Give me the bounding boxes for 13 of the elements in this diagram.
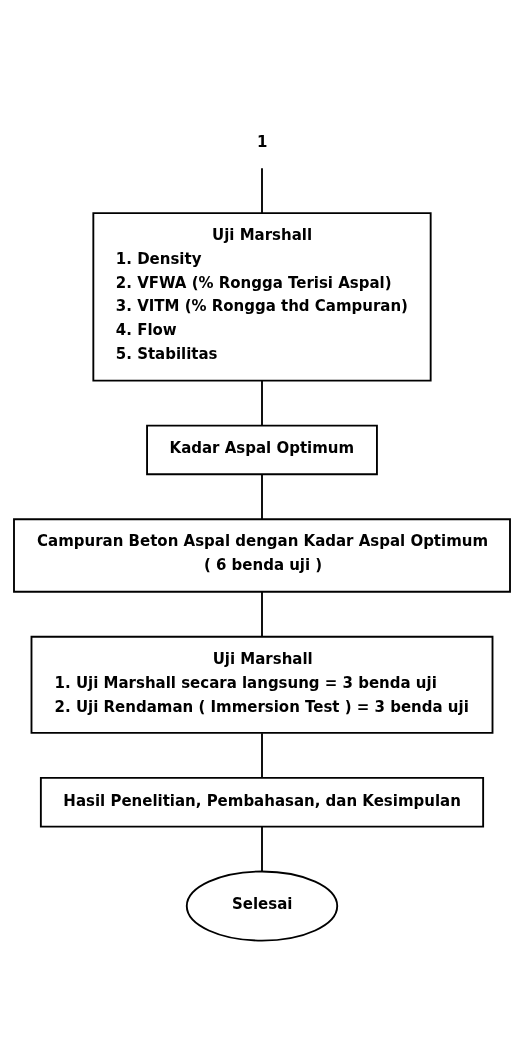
connector [260,731,263,779]
node-box: Hasil Penelitian, Pembahasan, dan Kesimpulan [39,776,484,828]
node-box: Uji Marshall 1. Density 2. VFWA (% Rongga Terisi Aspal) 3. VITM (% Rongga thd Campuran) 4. Flow 5. Stabilitas [91,211,432,382]
node-box: Campuran Beton Aspal dengan Kadar Aspal Optimum ( 6 benda uji ) [12,517,511,593]
connector [260,590,263,637]
node-box: Kadar Aspal Optimum [145,424,378,475]
node-box: Uji Marshall 1. Uji Marshall secara langsung = 3 benda uji 2. Uji Rendaman ( Immersion Test ) = 3 benda uji [30,635,493,734]
node-ellipse: Selesai [185,870,338,942]
connector [260,473,263,520]
connector [260,379,263,426]
connector [260,166,263,214]
connector [260,825,263,872]
node-text: 1 [256,132,267,151]
